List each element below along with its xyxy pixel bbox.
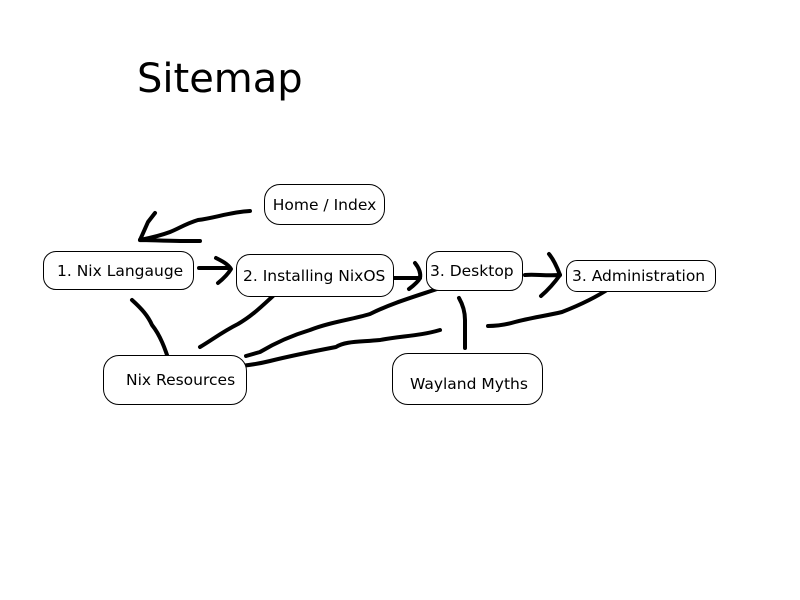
page-title: Sitemap	[137, 56, 303, 102]
edge-installing-to-resources	[198, 294, 275, 349]
edge-desktop-to-resources-upper	[244, 287, 439, 358]
arrowhead-nix-to-installing	[214, 256, 233, 285]
edge-administration-to-desktop	[486, 286, 612, 328]
arrowhead-installing-to-desktop	[407, 261, 423, 291]
arrowhead-desktop-to-administration	[539, 252, 562, 298]
node-nix-language[interactable]: 1. Nix Langauge	[43, 251, 194, 290]
node-wayland-myths[interactable]: Wayland Myths	[392, 353, 543, 405]
edge-desktop-to-administration	[523, 272, 562, 278]
edge-desktop-to-resources-lower	[239, 328, 442, 368]
edge-home-to-nix-language	[138, 209, 252, 242]
node-administration[interactable]: 3. Administration	[566, 260, 716, 292]
edge-desktop-to-wayland	[457, 296, 467, 350]
node-nix-resources[interactable]: Nix Resources	[103, 355, 247, 405]
arrowhead-home-to-nix-language	[138, 211, 202, 243]
node-desktop[interactable]: 3. Desktop	[426, 251, 523, 291]
node-home-index[interactable]: Home / Index	[264, 184, 385, 225]
node-installing-nixos[interactable]: 2. Installing NixOS	[236, 254, 394, 297]
edge-nix-to-resources	[130, 298, 172, 366]
